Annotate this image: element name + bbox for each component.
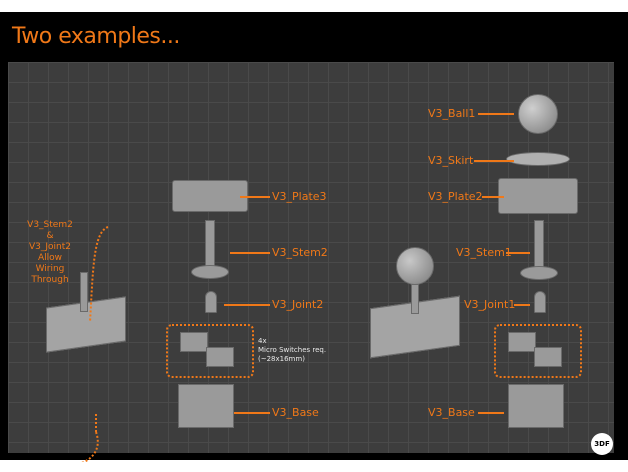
wiring-note-line: &: [46, 231, 54, 241]
label-joint1: V3_Joint1: [464, 298, 516, 311]
label-joint2: V3_Joint2: [272, 298, 324, 311]
switch-note-line: Micro Switches req.: [258, 346, 327, 354]
leader-line: [230, 252, 270, 254]
base-part: [178, 384, 234, 428]
micro-switch: [534, 347, 562, 367]
skirt-part: [506, 152, 570, 166]
stem1-flange: [520, 266, 558, 280]
stem2-flange: [191, 265, 229, 279]
plate2-part: [498, 178, 578, 214]
render-viewport: V3_Stem2 & V3_Joint2 Allow Wiring Throug…: [8, 62, 614, 462]
base-part-right: [508, 384, 564, 428]
leader-line: [234, 412, 270, 414]
label-plate3: V3_Plate3: [272, 190, 327, 203]
leader-line: [478, 412, 504, 414]
leader-line: [474, 160, 514, 162]
ball1-part: [518, 94, 558, 134]
stem-right-assembled: [411, 284, 419, 314]
label-base-left: V3_Base: [272, 406, 319, 419]
leader-line: [240, 196, 270, 198]
stem-left-assembled: [80, 272, 88, 312]
micro-switches-group: [166, 324, 254, 378]
slide: Two examples... V3_Stem2 & V3_Joint2 All…: [0, 12, 628, 462]
wiring-note-line: V3_Stem2: [27, 220, 73, 230]
leader-line: [506, 252, 530, 254]
switch-note: 4x Micro Switches req. (~28x16mm): [258, 337, 326, 364]
micro-switches-group-right: [494, 324, 582, 378]
micro-switch: [206, 347, 234, 367]
wiring-note-line: Allow: [37, 253, 63, 263]
stem2-part: [205, 220, 215, 270]
label-stem1: V3_Stem1: [456, 246, 512, 259]
wiring-path: [81, 226, 109, 462]
micro-switch: [508, 332, 536, 352]
plate3-part: [172, 180, 248, 212]
leader-line: [482, 196, 504, 198]
wiring-note-line: Wiring: [35, 264, 65, 274]
joint2-part: [205, 291, 217, 313]
label-base-right: V3_Base: [428, 406, 475, 419]
leader-line: [478, 113, 514, 115]
leader-line: [224, 304, 270, 306]
wiring-note-line: V3_Joint2: [28, 242, 71, 252]
label-skirt: V3_Skirt: [428, 154, 474, 167]
label-plate2: V3_Plate2: [428, 190, 483, 203]
slide-title: Two examples...: [12, 24, 180, 49]
stem1-part: [534, 220, 544, 270]
wiring-note-line: Through: [31, 275, 69, 285]
ball-assembled: [396, 247, 434, 285]
label-ball1: V3_Ball1: [428, 107, 476, 120]
switch-note-line: 4x: [258, 337, 267, 345]
wiring-note: V3_Stem2 & V3_Joint2 Allow Wiring Throug…: [20, 220, 80, 286]
micro-switch: [180, 332, 208, 352]
joint1-part: [534, 291, 546, 313]
leader-line: [514, 304, 530, 306]
3df-logo: 3DF: [591, 433, 613, 455]
label-stem2: V3_Stem2: [272, 246, 328, 259]
switch-note-line: (~28x16mm): [258, 355, 305, 363]
